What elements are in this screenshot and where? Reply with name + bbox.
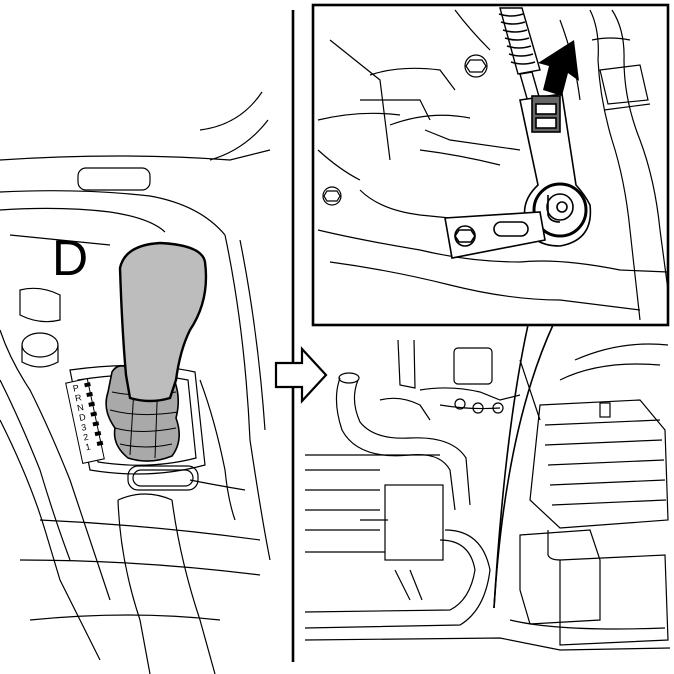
position-letter: D — [52, 230, 88, 286]
control-lever — [519, 93, 592, 247]
gate-label-r: R — [74, 392, 83, 403]
gate-indicator-strip: P R N D 3 2 1 — [65, 378, 105, 464]
shift-cable — [498, 7, 541, 103]
gate-label-n: N — [76, 402, 84, 413]
mounting-bracket — [444, 211, 546, 259]
bolt — [464, 54, 488, 78]
gate-label-2: 2 — [82, 432, 89, 443]
shift-knob — [118, 241, 208, 403]
gate-label-1: 1 — [84, 442, 91, 453]
callout-pointer — [493, 324, 554, 609]
hollow-right-arrow-icon — [274, 346, 328, 404]
gate-label-p: P — [72, 383, 80, 394]
bolt — [322, 186, 342, 206]
gate-label-3: 3 — [80, 422, 87, 433]
gate-label-d: D — [78, 412, 87, 423]
engine-bay-view — [304, 339, 671, 651]
detail-callout — [311, 3, 670, 327]
solid-up-arrow-icon — [538, 40, 579, 96]
shifter-console-panel — [0, 91, 271, 674]
detail-frame — [311, 3, 670, 327]
